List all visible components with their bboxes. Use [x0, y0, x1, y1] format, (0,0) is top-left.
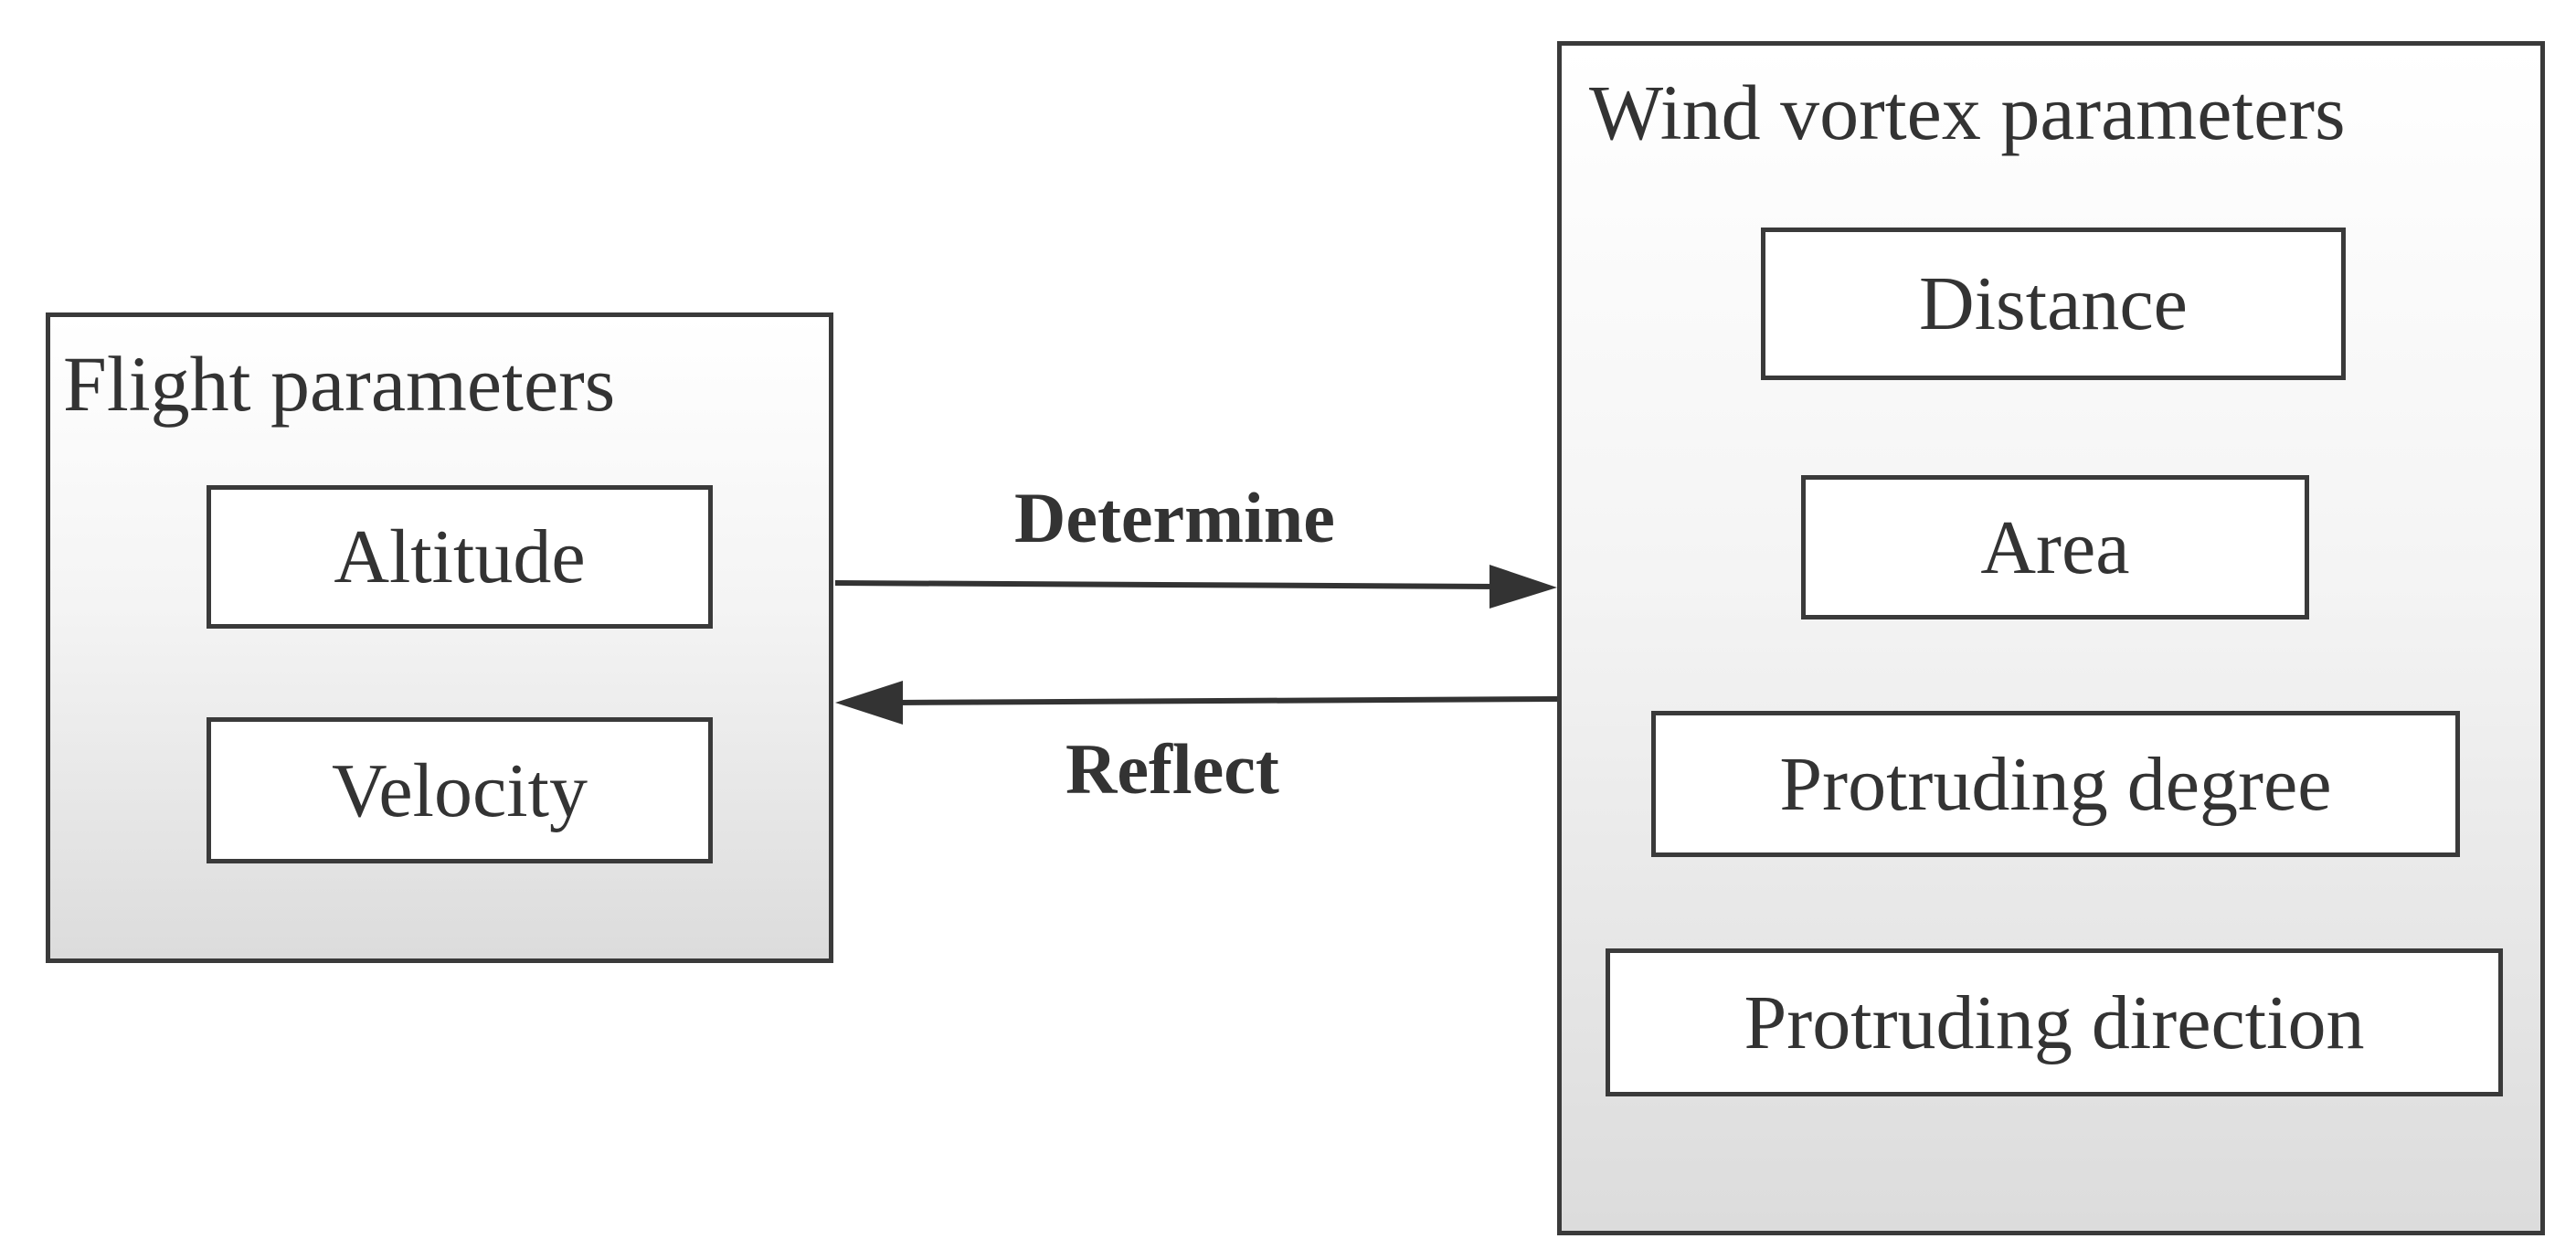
determine-arrow: [834, 565, 1557, 609]
flight-parameters-group: Flight parameters Altitude Velocity: [46, 312, 833, 963]
wind-vortex-parameters-group: Wind vortex parameters Distance Area Pro…: [1557, 41, 2545, 1235]
area-label: Area: [1980, 504, 2130, 590]
flight-parameters-title: Flight parameters: [63, 340, 616, 428]
distance-box: Distance: [1761, 228, 2346, 380]
protruding-direction-box: Protruding direction: [1606, 948, 2503, 1096]
determine-label: Determine: [1014, 478, 1335, 557]
altitude-label: Altitude: [334, 514, 586, 599]
protruding-direction-label: Protruding direction: [1744, 979, 2365, 1065]
distance-label: Distance: [1919, 261, 2188, 346]
protruding-degree-label: Protruding degree: [1779, 741, 2332, 827]
reflect-arrow: [835, 681, 1558, 725]
reflect-label: Reflect: [1065, 729, 1279, 809]
protruding-degree-box: Protruding degree: [1651, 711, 2460, 857]
area-box: Area: [1801, 475, 2309, 619]
wind-vortex-parameters-title: Wind vortex parameters: [1589, 69, 2346, 156]
velocity-box: Velocity: [207, 717, 713, 863]
velocity-label: Velocity: [332, 747, 588, 833]
altitude-box: Altitude: [207, 485, 713, 629]
